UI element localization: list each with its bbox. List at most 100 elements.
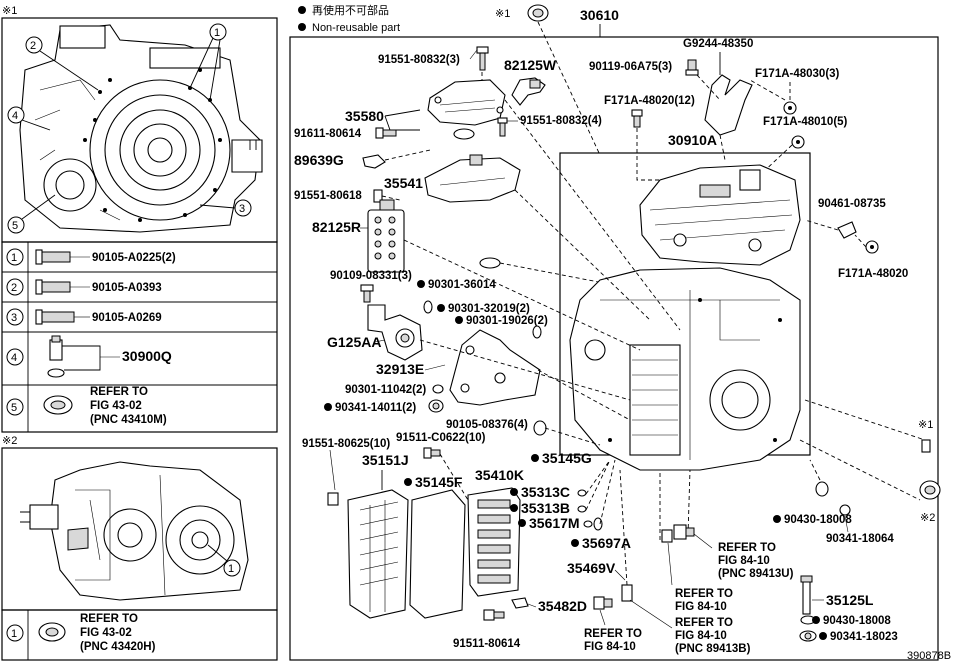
bolt-91511-80614: [483, 609, 505, 621]
label-F171A-48030: F171A-48030(3): [755, 68, 840, 80]
mark-1-right: ※1: [918, 419, 933, 431]
transaxle-case: [569, 267, 801, 471]
label-35151J: 35151J: [362, 452, 409, 468]
label-35410K: 35410K: [475, 467, 524, 483]
svg-text:(PNC 43410M): (PNC 43410M): [90, 414, 167, 426]
oring-90301-36014: [479, 257, 501, 269]
parts-table-2: 1 REFER TO FIG 43-02 (PNC 43420H): [1, 609, 278, 661]
bolt-91511-C0622: [423, 447, 441, 459]
oring-35313B: [577, 505, 587, 513]
bolt-F171A-48010: [791, 135, 805, 149]
sensor-ref-4: [593, 596, 613, 610]
inset1-callout-1: 1: [189, 23, 227, 101]
oil-seal-top: [527, 4, 549, 22]
label-82125W: 82125W: [504, 57, 557, 73]
label-91611-80614: 91611-80614: [294, 128, 362, 140]
label-90301-11042: 90301-11042(2): [345, 384, 426, 396]
table1-row-1: 1 90105-A0225(2): [6, 248, 176, 266]
bolt-F171A-48020-12: [631, 109, 643, 128]
level-gauge-35125L: [800, 575, 813, 615]
sensor-89639G: [362, 154, 386, 169]
nonreusable-dot-35697A: [571, 539, 579, 547]
nonreusable-dot-90430-a: [773, 515, 781, 523]
oring-90301-32019: [423, 300, 433, 314]
svg-text:1: 1: [11, 252, 17, 264]
label-91511-80614: 91511-80614: [453, 638, 521, 650]
connector-ref-2: [661, 529, 673, 543]
harness-82125R: [367, 199, 405, 273]
ref-84-10-b-line2: FIG 84-10: [675, 601, 727, 613]
valve-body-35410K: [467, 487, 521, 597]
ref-84-10-c-line1: REFER TO: [675, 617, 733, 629]
oring-90301-11042: [432, 384, 444, 394]
inset2-callout-1: 1: [207, 544, 241, 577]
svg-text:90105-A0225(2): 90105-A0225(2): [92, 252, 176, 264]
legend-jp: 再使用不可部品: [312, 3, 389, 17]
bolt-90109: [360, 284, 374, 303]
oring-90301-19026: [532, 325, 542, 339]
label-90430-18008-a: 90430-18008: [784, 514, 852, 526]
label-91551-80832-3: 91551-80832(3): [378, 54, 460, 66]
label-90109-08331: 90109-08331(3): [330, 270, 412, 282]
diagram-id: 390878B: [907, 650, 951, 662]
nonreusable-dot-35145F: [404, 478, 412, 486]
bolt-91611: [375, 127, 397, 139]
inset2-mark: ※2: [2, 435, 17, 447]
nonreusable-dot-90301-32019: [437, 304, 445, 312]
nonreusable-dot-35313C: [510, 488, 518, 496]
nonreusable-dot-90301-36014: [417, 280, 425, 288]
inset1-mark: ※1: [2, 5, 17, 17]
ref-84-10-b-line1: REFER TO: [675, 588, 733, 600]
label-35617M: 35617M: [529, 515, 580, 531]
table1-row-2: 2 90105-A0393: [6, 278, 162, 296]
bolt-F171A-48030: [783, 101, 797, 115]
legend-dot-en: [298, 23, 306, 31]
label-F171A-48010: F171A-48010(5): [763, 116, 848, 128]
mark-1-top: ※1: [495, 8, 510, 20]
main-frame: [289, 36, 939, 661]
svg-text:1: 1: [11, 628, 17, 640]
svg-text:4: 4: [12, 110, 18, 122]
oring-35313C: [577, 489, 587, 497]
label-35541: 35541: [384, 175, 423, 191]
label-90430-18008-b: 90430-18008: [823, 615, 891, 627]
oil-pan-35151J: [347, 489, 409, 619]
svg-text:3: 3: [239, 203, 245, 215]
label-35145G: 35145G: [542, 450, 592, 466]
svg-text:2: 2: [11, 282, 17, 294]
nonreusable-dot-90341-14011: [324, 403, 332, 411]
cover-35580: [427, 79, 506, 140]
bolt-90119: [685, 59, 699, 76]
sensor-35469V: [621, 584, 633, 602]
svg-text:REFER TO: REFER TO: [90, 386, 148, 398]
label-32913E: 32913E: [376, 361, 424, 377]
legend: 再使用不可部品 Non-reusable part: [298, 3, 400, 34]
bolt-F171A-48020: [865, 240, 879, 254]
ref-84-10-a-line3: (PNC 89413U): [718, 568, 794, 580]
mark-2-right: ※2: [920, 512, 935, 524]
connector-ref-1: [673, 524, 695, 540]
inset2-transaxle-drawing: [20, 461, 249, 601]
label-90341-18023: 90341-18023: [830, 631, 898, 643]
ref-84-10-d-line1: REFER TO: [584, 628, 642, 640]
inset1-callout-3: 3: [199, 199, 252, 217]
label-90461-08735: 90461-08735: [818, 198, 886, 210]
svg-text:2: 2: [30, 40, 36, 52]
bolt-91551-80832-4: [497, 117, 508, 137]
wire-82125W: [511, 77, 546, 106]
ref-84-10-a-line2: FIG 84-10: [718, 555, 770, 567]
label-G125AA: G125AA: [327, 334, 381, 350]
inverter-30910A: [639, 164, 801, 266]
svg-text:REFER TO: REFER TO: [80, 613, 138, 625]
svg-text:3: 3: [11, 312, 17, 324]
oring-35617M: [583, 517, 603, 531]
ref-84-10-c-line2: FIG 84-10: [675, 630, 727, 642]
plug-90341-18023: [799, 630, 817, 642]
svg-text:1: 1: [214, 27, 220, 39]
svg-text:90105-A0393: 90105-A0393: [92, 282, 162, 294]
inset1-callout-2: 2: [25, 36, 99, 91]
inset1-transaxle-drawing: [19, 24, 263, 233]
inset1-callout-4: 4: [7, 106, 51, 131]
label-35313B: 35313B: [521, 500, 570, 516]
